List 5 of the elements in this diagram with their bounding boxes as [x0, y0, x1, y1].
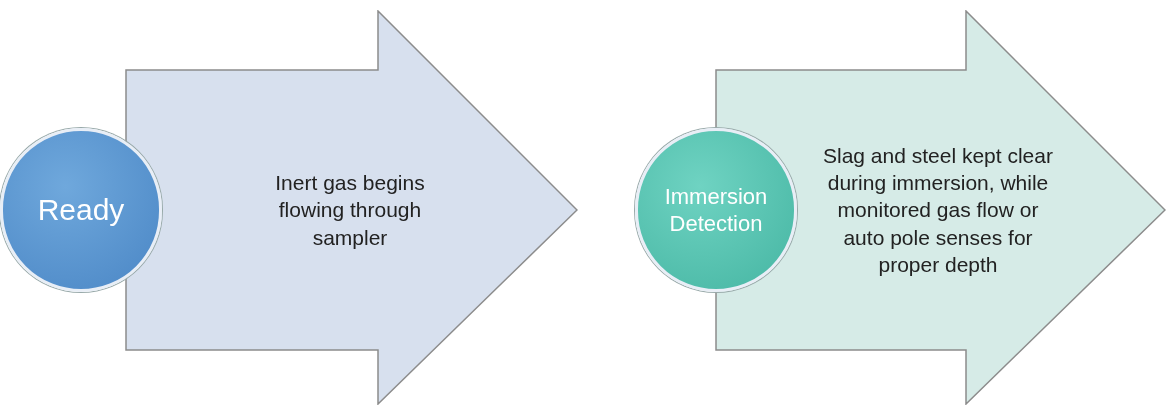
- circle-label: Ready: [36, 192, 126, 229]
- arrow-shape: [125, 10, 578, 405]
- circle-label: Immersion Detection: [663, 182, 769, 238]
- arrow-text: Inert gas begins flowing through sampler: [274, 170, 426, 251]
- arrow-text: Slag and steel kept clear during immersion, while monitored gas flow or auto pole senses for proper depth: [823, 142, 1053, 278]
